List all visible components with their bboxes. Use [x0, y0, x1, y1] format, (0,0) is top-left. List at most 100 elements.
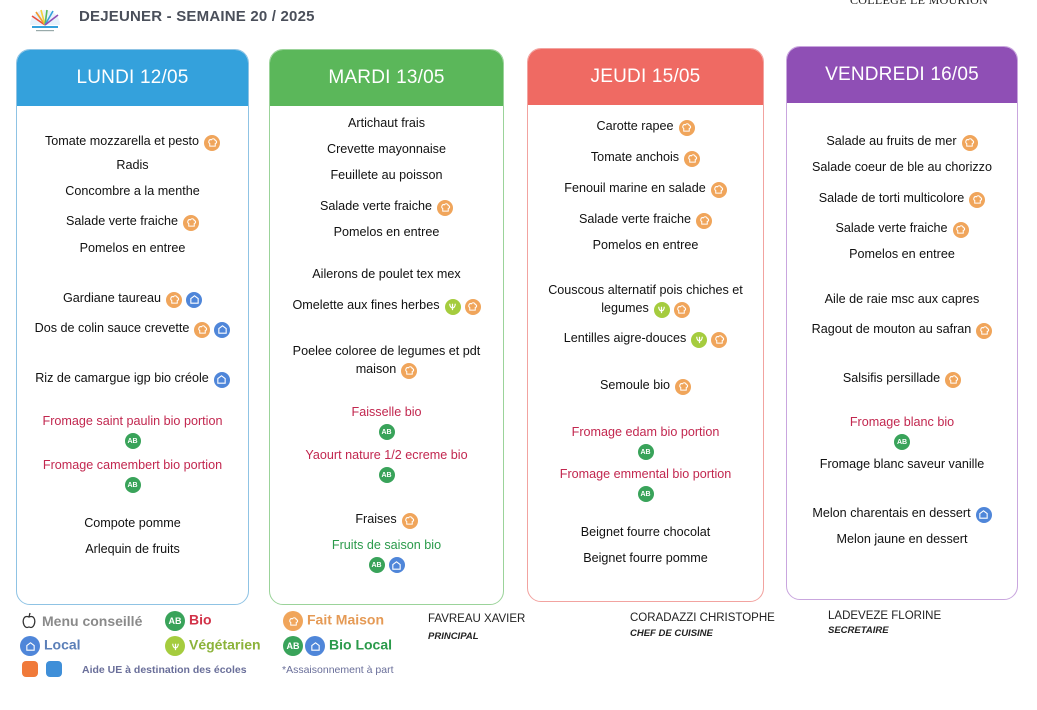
menu-item-icons	[444, 298, 481, 315]
menu-item-label: Arlequin de fruits	[85, 542, 180, 556]
local-icon	[20, 636, 40, 656]
menu-item-icons	[183, 214, 199, 231]
menu-item: Salade verte fraiche	[23, 212, 242, 231]
menu-item-label: Salade verte fraiche	[319, 199, 432, 213]
menu-item-label: Salade verte fraiche	[65, 214, 178, 228]
menu-item-label: Compote pomme	[84, 516, 181, 530]
menu-item-label: Artichaut frais	[348, 116, 425, 130]
menu-item: Couscous alternatif pois chiches et legu…	[534, 281, 757, 318]
menu-item: Salade coeur de ble au chorizzo	[793, 158, 1011, 176]
chef-hat-icon	[969, 191, 986, 208]
menu-item: Salade verte fraiche	[276, 197, 497, 216]
menu-item-label: Melon charentais en dessert	[812, 506, 971, 520]
chef-hat-icon	[952, 221, 969, 238]
menu-item-label: Fromage saint paulin bio portion	[42, 414, 223, 428]
menu-item-label: Fraises	[355, 512, 397, 526]
bio-ab-icon: AB	[165, 611, 185, 631]
menu-item: Ailerons de poulet tex mex	[276, 265, 497, 283]
menu-item-label: Pomelos en entree	[333, 225, 440, 239]
menu-item-label: Riz de camargue igp bio créole	[35, 371, 209, 385]
day-header: VENDREDI 16/05	[787, 47, 1017, 103]
menu-item: Radis	[23, 156, 242, 174]
page-title: DEJEUNER - SEMAINE 20 / 2025	[79, 8, 315, 25]
chef-hat-icon	[678, 119, 695, 136]
chef-hat-icon	[696, 212, 712, 229]
day-header: MARDI 13/05	[270, 50, 503, 106]
menu-item-label: Salsifis persillade	[842, 371, 941, 385]
menu-item: Salade de torti multicolore	[793, 189, 1011, 208]
leaf-icon	[653, 301, 670, 318]
chef-hat-icon	[673, 301, 690, 318]
menu-item: Semoule bio	[534, 376, 757, 395]
legend-menu-conseille: Menu conseillé	[20, 612, 142, 633]
menu-item-icons: AB	[276, 557, 497, 573]
menu-item: Beignet fourre pomme	[534, 549, 757, 567]
bio-ab-icon: AB	[368, 557, 385, 573]
local-icon	[975, 506, 992, 523]
chef-hat-icon	[166, 291, 183, 308]
menu-item: Arlequin de fruits	[23, 540, 242, 558]
local-icon	[305, 636, 325, 656]
eu-aid-note: Aide UE à destination des écoles	[82, 664, 247, 676]
menu-item-label: Salade verte fraiche	[835, 221, 948, 235]
signature-role: PRINCIPAL	[428, 631, 479, 642]
menu-item-label: Fenouil marine en salade	[564, 181, 706, 195]
menu-item: Ragout de mouton au safran	[793, 320, 1011, 339]
chef-hat-icon	[710, 181, 727, 198]
menu-item-icons	[653, 301, 690, 318]
menu-item-icons	[194, 321, 231, 338]
menu-item-label: Fruits de saison bio	[331, 538, 442, 552]
school-logo	[26, 5, 64, 35]
menu-item-label: Beignet fourre chocolat	[580, 525, 711, 539]
menu-item: Pomelos en entree	[23, 239, 242, 257]
local-icon	[213, 371, 230, 388]
menu-item-label: Melon jaune en dessert	[836, 532, 968, 546]
menu-item: Gardiane taureau	[23, 289, 242, 308]
menu-item-icons: AB	[276, 467, 497, 483]
menu-item-label: Salade verte fraiche	[578, 212, 691, 226]
signature-role: CHEF DE CUISINE	[630, 628, 713, 639]
menu-item-icons	[437, 199, 453, 216]
signature-name: LADEVEZE FLORINE	[828, 610, 942, 622]
menu-item-label: Salade de torti multicolore	[818, 191, 965, 205]
day-header: JEUDI 15/05	[528, 49, 763, 105]
local-icon	[214, 321, 231, 338]
apple-icon	[20, 612, 38, 633]
menu-item-icons	[204, 134, 220, 151]
bio-ab-icon: AB	[894, 434, 910, 450]
menu-item-label: Faisselle bio	[351, 405, 422, 419]
menu-item-icons	[678, 119, 695, 136]
menu-item-label: Tomate mozzarella et pesto	[45, 134, 199, 148]
menu-item-icons	[166, 291, 203, 308]
menu-item: Fenouil marine en salade	[534, 179, 757, 198]
bio-ab-icon: AB	[124, 433, 141, 449]
chef-hat-icon	[711, 331, 728, 348]
menu-item-icons	[401, 362, 418, 379]
menu-item-icons: AB	[23, 433, 242, 449]
menu-item: Tomate mozzarella et pesto	[23, 132, 242, 151]
menu-item: Salade verte fraiche	[793, 219, 1011, 238]
menu-item-icons	[401, 512, 418, 529]
menu-item-label: Fromage blanc bio	[849, 415, 955, 429]
chef-hat-icon	[684, 150, 701, 167]
chef-hat-icon	[401, 512, 418, 529]
menu-item-label: Yaourt nature 1/2 ecreme bio	[305, 448, 468, 462]
menu-item-label: Omelette aux fines herbes	[292, 298, 440, 312]
menu-item-label: Fromage blanc saveur vanille	[819, 457, 985, 471]
menu-item-label: Fromage edam bio portion	[571, 425, 720, 439]
bio-ab-icon: AB	[378, 467, 395, 483]
chef-hat-icon	[183, 214, 199, 231]
menu-item-label: Carotte rapee	[596, 119, 674, 133]
bio-ab-icon: AB	[637, 444, 654, 460]
menu-item-label: Beignet fourre pomme	[583, 551, 708, 565]
